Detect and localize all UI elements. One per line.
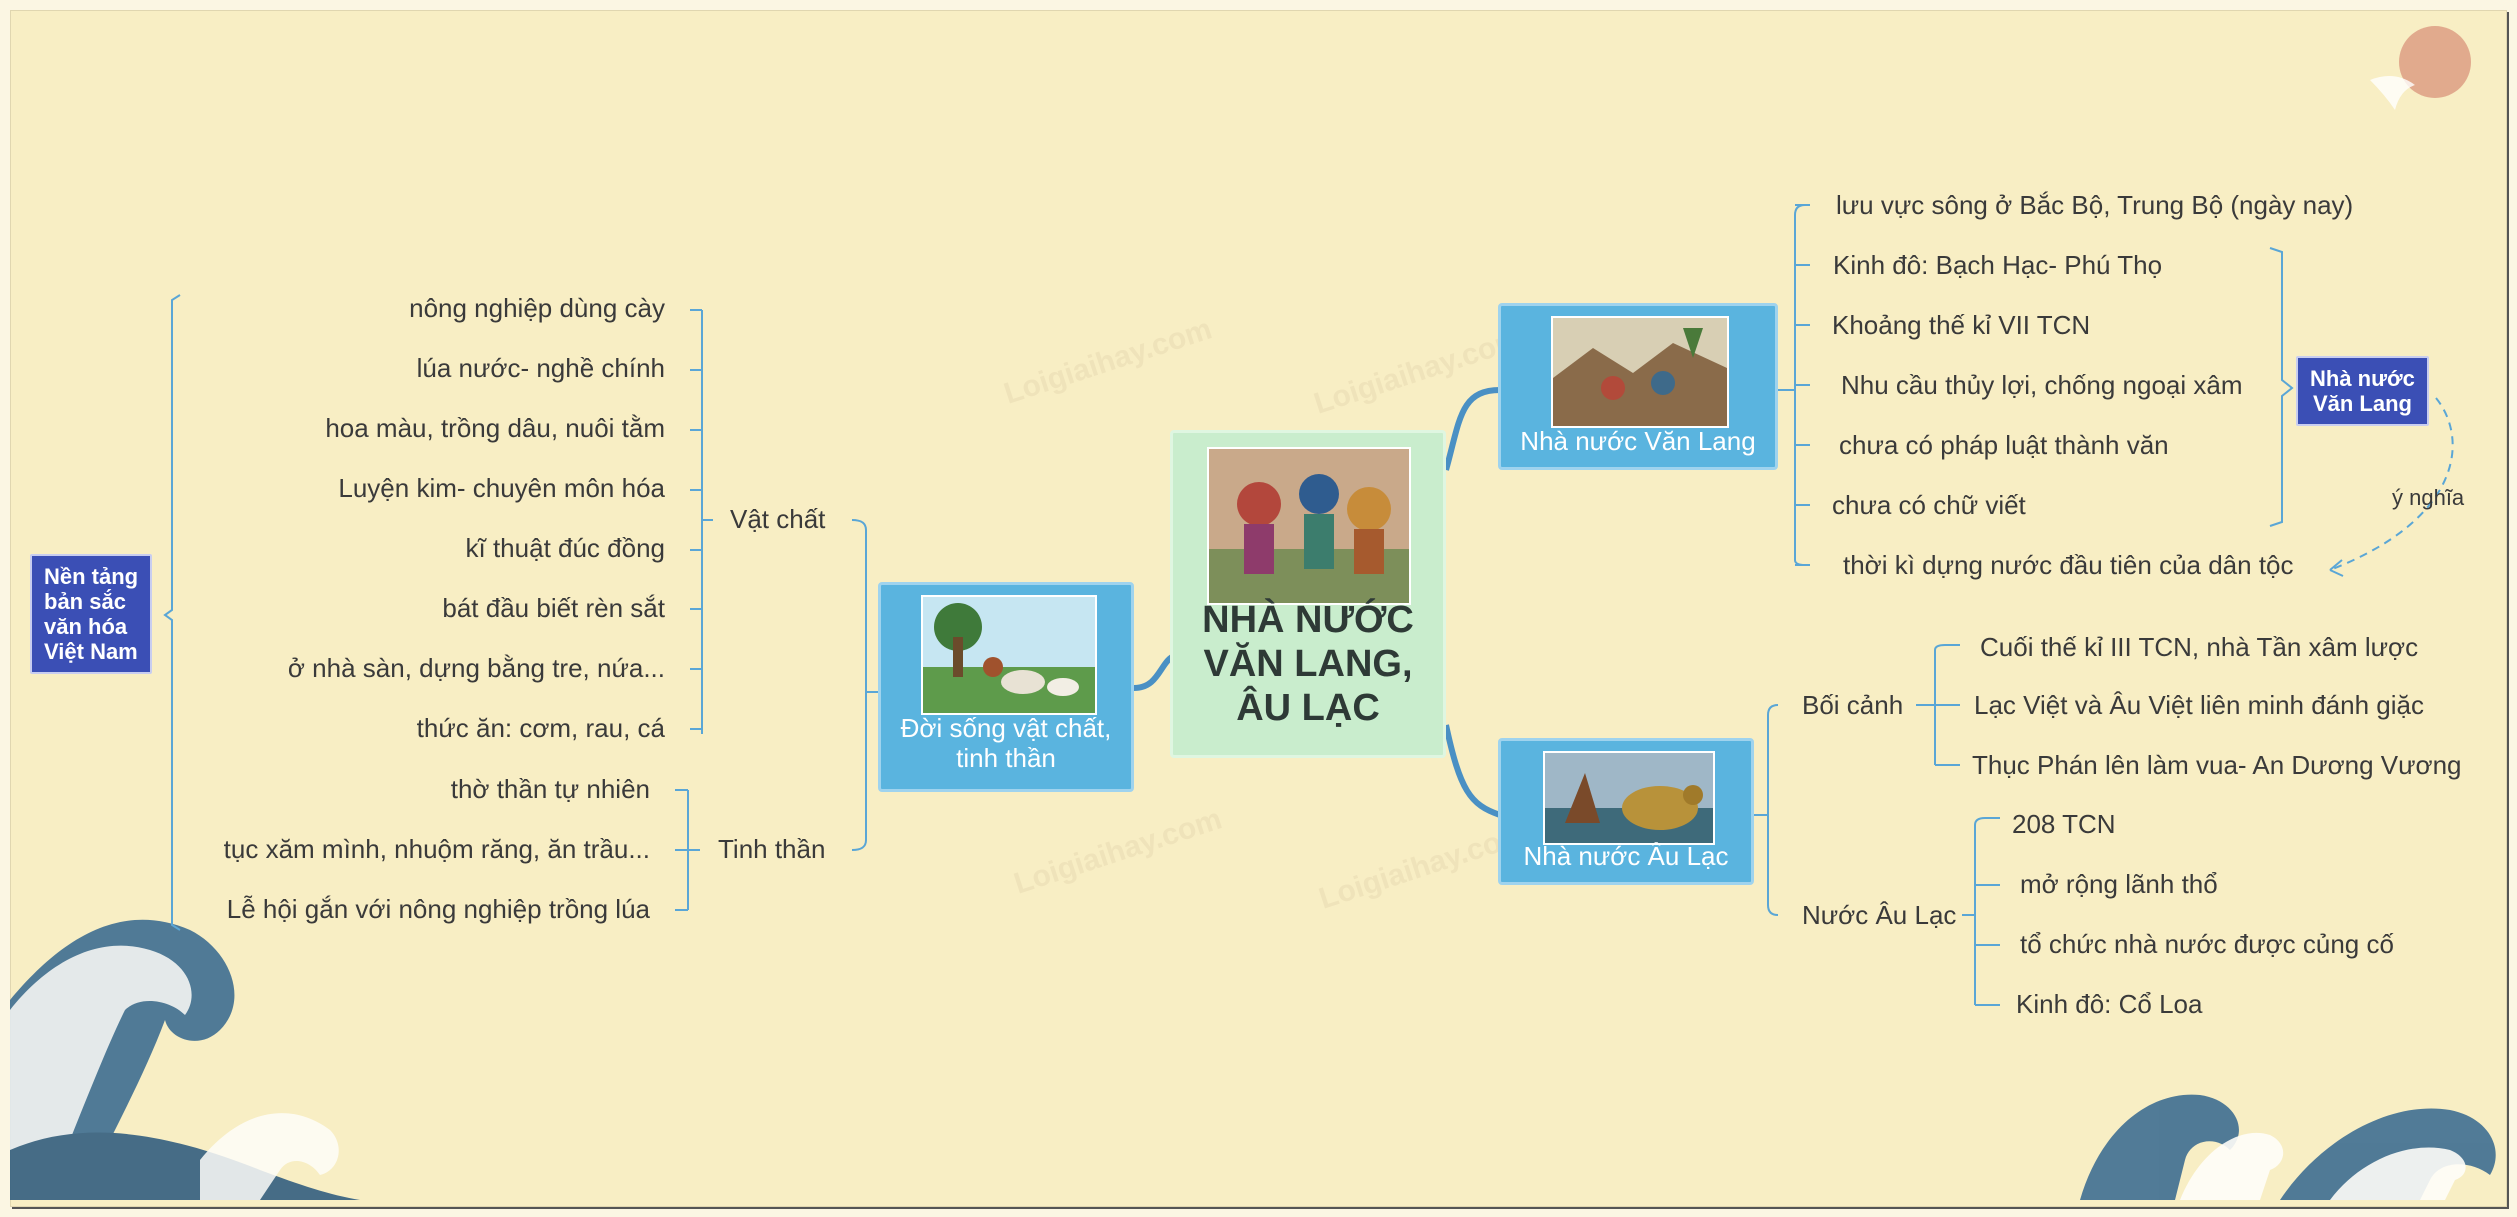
center-image	[1207, 447, 1411, 605]
branch-van-lang-title: Nhà nước Văn Lang	[1520, 426, 1756, 456]
context-item: Lạc Việt và Âu Việt liên minh đánh giặc	[1974, 690, 2424, 720]
van-lang-item: Nhu cầu thủy lợi, chống ngoại xâm	[1841, 370, 2243, 400]
center-topic[interactable]: NHÀ NƯỚC VĂN LANG, ÂU LẠC	[1170, 430, 1446, 758]
material-label: Vật chất	[730, 504, 826, 534]
branch-au-lac-title: Nhà nước Âu Lạc	[1523, 841, 1729, 871]
branch-daily-life[interactable]: Đời sống vật chất, tinh thần	[878, 582, 1134, 792]
connector-center-vanlang	[1443, 387, 1501, 471]
bracket-state	[1962, 817, 2000, 1006]
center-title: NHÀ NƯỚC VĂN LANG, ÂU LẠC	[1202, 599, 1414, 729]
van-lang-item: chưa có pháp luật thành văn	[1839, 430, 2169, 460]
rural-life-illustration-icon	[923, 597, 1095, 713]
crane-decoration	[2370, 76, 2415, 110]
summary-bracket-right	[2269, 247, 2294, 527]
meaning-arrow	[2329, 397, 2454, 571]
spiritual-item: tục xăm mình, nhuộm răng, ăn trầu...	[223, 834, 650, 864]
branch-daily-life-title: Đời sống vật chất, tinh thần	[900, 713, 1112, 773]
daily-life-image	[921, 595, 1097, 715]
au-lac-image	[1543, 751, 1715, 845]
summary-bracket-left	[163, 294, 181, 931]
material-item: bát đầu biết rèn sắt	[442, 593, 665, 623]
bracket-spiritual	[675, 789, 700, 911]
van-lang-item: Khoảng thế kỉ VII TCN	[1832, 310, 2091, 340]
van-lang-item: thời kì dựng nước đầu tiên của dân tộc	[1843, 550, 2294, 580]
context-label: Bối cảnh	[1802, 690, 1904, 720]
summary-tag-culture[interactable]: Nền tảng bản sắc văn hóa Việt Nam	[30, 554, 153, 674]
van-lang-scene-illustration-icon	[1553, 318, 1727, 426]
material-item: kĩ thuật đúc đồng	[465, 533, 665, 563]
material-item: nông nghiệp dùng cày	[409, 293, 665, 323]
connector-left-sub	[851, 519, 878, 851]
context-item: Thục Phán lên làm vua- An Dương Vương	[1972, 750, 2462, 780]
connector-center-aulac	[1443, 724, 1501, 818]
sun-decoration	[2399, 26, 2471, 98]
spiritual-item: Lễ hội gắn với nông nghiệp trồng lúa	[226, 894, 650, 924]
state-item: mở rộng lãnh thổ	[2020, 869, 2218, 899]
context-item: Cuối thế kỉ III TCN, nhà Tần xâm lược	[1980, 632, 2419, 662]
meaning-label: ý nghĩa	[2392, 485, 2465, 510]
spiritual-label: Tinh thần	[718, 834, 826, 864]
meaning-arrowhead	[2329, 559, 2344, 577]
bracket-vanlang	[1776, 204, 1810, 566]
right-wave-decoration	[2080, 1094, 2496, 1200]
state-item: Kinh đô: Cổ Loa	[2016, 989, 2203, 1019]
bracket-material	[690, 309, 713, 734]
van-lang-item: chưa có chữ viết	[1832, 490, 2026, 520]
branch-au-lac[interactable]: Nhà nước Âu Lạc	[1498, 738, 1754, 885]
left-wave-decoration	[10, 919, 360, 1200]
connector-aulac-sub	[1752, 704, 1779, 916]
material-item: Luyện kim- chuyên môn hóa	[338, 473, 665, 503]
summary-tag-van-lang[interactable]: Nhà nước Văn Lang	[2296, 356, 2429, 426]
bracket-context	[1916, 644, 1960, 766]
van-lang-item: Kinh đô: Bạch Hạc- Phú Thọ	[1833, 250, 2163, 280]
material-item: hoa màu, trồng dâu, nuôi tằm	[325, 413, 665, 443]
van-lang-image	[1551, 316, 1729, 428]
state-label: Nước Âu Lạc	[1802, 900, 1957, 930]
van-lang-item: lưu vực sông ở Bắc Bộ, Trung Bộ (ngày na…	[1836, 190, 2354, 220]
festival-illustration-icon	[1209, 449, 1409, 603]
material-item: ở nhà sàn, dựng bằng tre, nứa...	[287, 653, 665, 683]
state-item: 208 TCN	[2012, 809, 2116, 839]
spiritual-item: thờ thần tự nhiên	[450, 774, 650, 804]
state-item: tổ chức nhà nước được củng cố	[2020, 929, 2394, 959]
material-item: thức ăn: cơm, rau, cá	[416, 713, 665, 743]
golden-turtle-illustration-icon	[1545, 753, 1713, 843]
material-item: lúa nước- nghề chính	[416, 353, 665, 383]
branch-van-lang[interactable]: Nhà nước Văn Lang	[1498, 303, 1778, 470]
